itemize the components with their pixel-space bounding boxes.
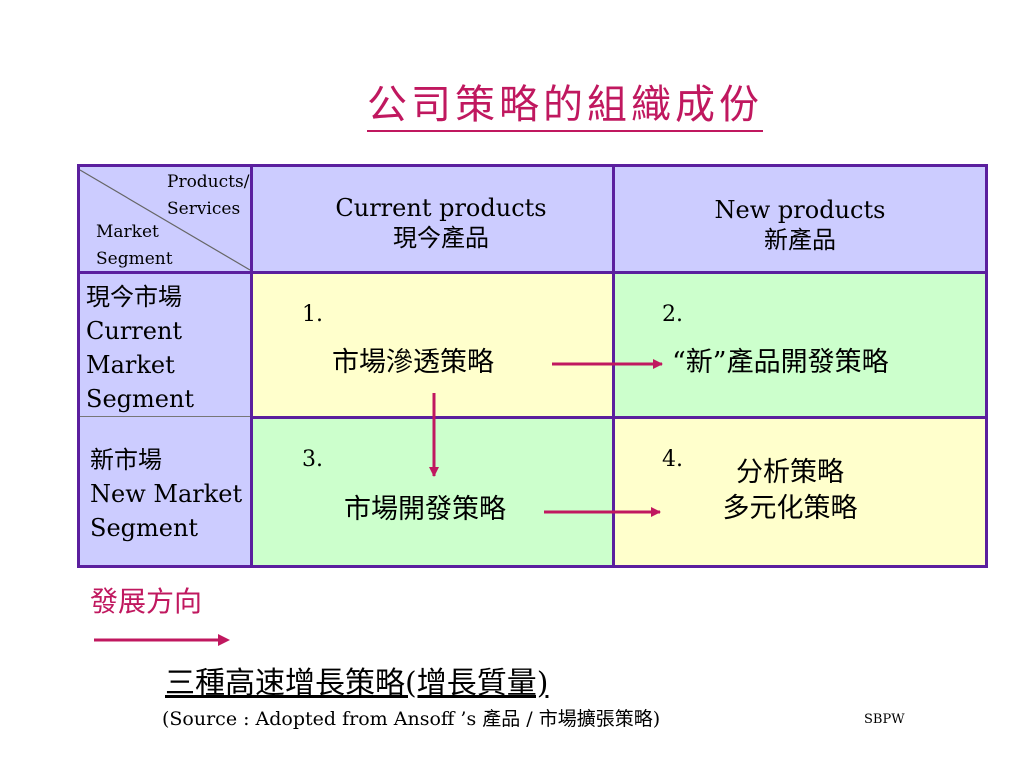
row-header-current-market: 現今市場 Current Market Segment [86, 283, 195, 413]
grid-line [250, 164, 253, 568]
brand-label: SBPW [864, 712, 905, 727]
grid-line [985, 164, 988, 568]
source-note: (Source : Adopted from Ansoff ’s 產品 / 市場… [162, 708, 661, 730]
cell-4-bg [614, 418, 986, 567]
cell-1-strategy: 市場滲透策略 [332, 347, 494, 378]
cell-4-strategy: 分析策略多元化策略 [722, 457, 858, 524]
grid-line [252, 416, 988, 419]
cell-2-number: 2. [662, 302, 683, 327]
cell-2-bg [614, 273, 986, 418]
subtitle: 三種高速增長策略(增長質量) [165, 666, 549, 701]
corner-products-label: Products/Services [167, 172, 250, 219]
grid-line [78, 271, 988, 274]
grid-line [78, 416, 252, 417]
direction-arrow-icon [94, 634, 230, 646]
cell-1-number: 1. [302, 302, 323, 327]
matrix-header-row [78, 165, 986, 273]
page-title: 公司策略的組織成份 [0, 72, 1024, 132]
row-header-new-market: 新市場 New Market Segment [90, 446, 243, 542]
matrix-row-header-column [78, 273, 252, 567]
direction-label: 發展方向 [90, 585, 203, 618]
corner-diagonal [79, 169, 251, 271]
grid-line [77, 164, 80, 568]
cell-2-strategy: “新”產品開發策略 [672, 347, 889, 378]
cell-3-strategy: 市場開發策略 [344, 494, 506, 525]
cell-4-number: 4. [662, 447, 683, 472]
grid-line [78, 164, 988, 167]
grid-line [78, 565, 988, 568]
cell-3-number: 3. [302, 447, 323, 472]
grid-line [612, 164, 615, 568]
